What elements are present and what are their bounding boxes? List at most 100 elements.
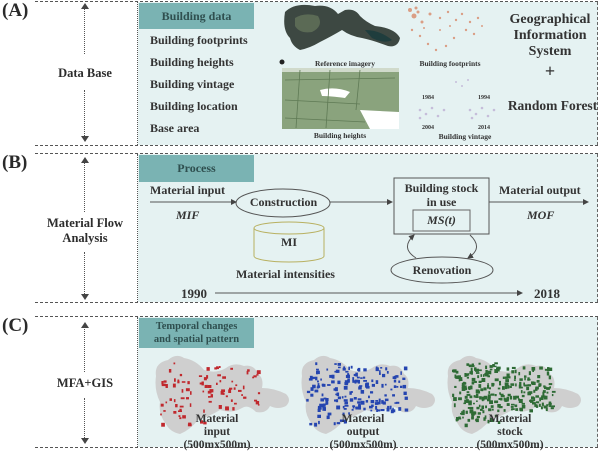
map-cell	[385, 367, 388, 371]
map-cell	[310, 393, 314, 397]
map-cell	[478, 380, 482, 383]
panel-b-side-label: Material Flow Analysis	[35, 216, 135, 246]
map-cell	[477, 375, 480, 379]
map-cell	[549, 403, 552, 407]
map-cell	[314, 422, 318, 427]
map-cell	[476, 406, 480, 410]
map-cell	[390, 409, 394, 414]
map-cell	[337, 392, 339, 395]
header-line-2: and spatial pattern	[153, 334, 240, 345]
map-cell	[173, 362, 176, 365]
material-input-label: Material input	[150, 183, 225, 197]
map-cell	[547, 367, 550, 372]
map-cell	[341, 396, 344, 399]
map-cell	[473, 395, 476, 398]
map-cell	[493, 365, 497, 368]
map-cell	[466, 376, 469, 379]
map-cell	[499, 383, 502, 386]
map-cell	[531, 367, 536, 371]
panel-c-divider	[137, 317, 138, 447]
map-cell	[544, 368, 548, 371]
map-cell	[326, 368, 329, 371]
header-line-1: Temporal changes	[155, 321, 238, 332]
map-cell	[490, 393, 495, 396]
map-material-stock	[447, 355, 581, 434]
map-cell	[490, 417, 493, 422]
map-cell	[511, 370, 514, 374]
gis-line-3: System	[528, 44, 572, 59]
map-cell	[353, 373, 357, 377]
map-cell	[544, 386, 547, 390]
map-cell	[482, 410, 485, 414]
map-cell	[487, 394, 491, 399]
map-cell	[460, 412, 463, 415]
map-cell	[381, 383, 384, 388]
map-cell	[496, 367, 500, 371]
random-forest-label: Random Forest	[507, 98, 598, 113]
map-cell	[203, 421, 207, 425]
map-cell	[375, 380, 379, 384]
map-cell	[524, 377, 526, 381]
map-cell	[471, 412, 475, 416]
arrow-down-icon	[81, 438, 89, 444]
map-material-output	[301, 355, 435, 434]
map-cell	[312, 376, 316, 379]
map-cell	[377, 401, 381, 405]
map-cell	[462, 382, 466, 385]
map-cell	[317, 414, 321, 418]
map-cell	[403, 391, 407, 395]
map-cell	[545, 407, 548, 412]
map-cell	[535, 395, 539, 398]
map-cell	[309, 422, 313, 426]
map-cell	[321, 383, 325, 387]
map-output-caption: Material output (500mx500m)	[318, 413, 408, 452]
map-cell	[161, 383, 166, 387]
reference-imagery-caption: Reference imagery	[314, 59, 376, 68]
map-cell	[551, 405, 555, 408]
renovation-node	[390, 256, 494, 284]
map-cell	[518, 372, 521, 376]
map-cell	[515, 408, 518, 411]
map-cell	[233, 387, 236, 390]
map-cell	[203, 409, 205, 413]
map-cell	[386, 407, 390, 412]
map-cell	[377, 409, 381, 412]
temporal-changes-header: Temporal changes and spatial pattern	[139, 318, 254, 348]
map-cell	[488, 408, 492, 412]
map-cell	[471, 413, 475, 416]
map-cell	[493, 383, 495, 386]
map-cell	[370, 400, 375, 404]
end-year-label: 2018	[534, 286, 560, 301]
building-footprints-image	[408, 6, 483, 52]
map-cell	[478, 362, 481, 365]
map-cell	[172, 383, 176, 388]
map-cell	[320, 378, 322, 381]
map-cell	[310, 376, 314, 380]
map-cell	[489, 365, 493, 368]
map-cell	[518, 384, 522, 389]
map-cell	[173, 411, 177, 414]
arrow-down-icon	[81, 136, 89, 142]
map-cell	[475, 372, 480, 374]
gis-line-1: Geographical	[509, 12, 591, 27]
map-cell	[515, 395, 519, 399]
map-cell	[207, 390, 212, 394]
map-cell	[218, 366, 221, 368]
map-cell	[507, 393, 511, 397]
map-cell	[351, 391, 353, 393]
map-cell	[509, 386, 512, 388]
map-cell	[165, 384, 168, 388]
map-cell	[452, 369, 456, 373]
map-cell	[343, 420, 346, 424]
map-cell	[344, 401, 348, 405]
map-cell	[163, 410, 166, 412]
map-cell	[532, 402, 536, 405]
map-cell	[384, 394, 387, 397]
map-cell	[520, 408, 523, 412]
map-cell	[321, 393, 324, 397]
map-cell	[467, 373, 470, 376]
map-cell	[216, 366, 219, 368]
map-cell	[343, 399, 348, 402]
map-cell	[338, 366, 341, 369]
map-cell	[515, 383, 517, 387]
